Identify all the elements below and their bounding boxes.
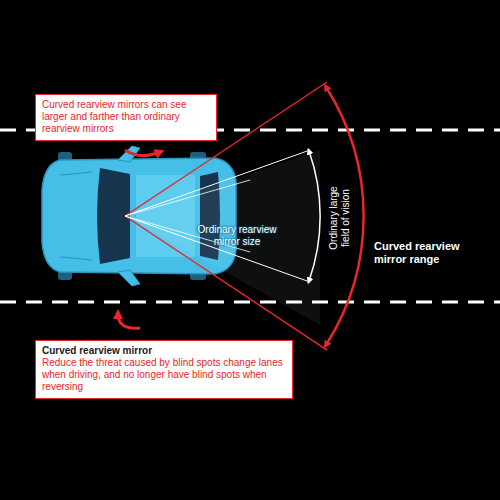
callout-text: Curved rearview mirrors can see larger a… xyxy=(42,99,210,135)
figure-label: Curved rearview mirror range xyxy=(374,240,474,266)
callout-text: Reduce the threat caused by blind spots … xyxy=(42,357,286,393)
callout-box: Curved rearview mirrors can see larger a… xyxy=(35,94,217,141)
figure-label: Ordinary large field of vision xyxy=(328,178,352,258)
callout-heading: Curved rearview mirror xyxy=(42,345,286,357)
callout-box: Curved rearview mirrorReduce the threat … xyxy=(35,340,293,399)
figure-label: Ordinary rearview mirror size xyxy=(196,224,278,248)
